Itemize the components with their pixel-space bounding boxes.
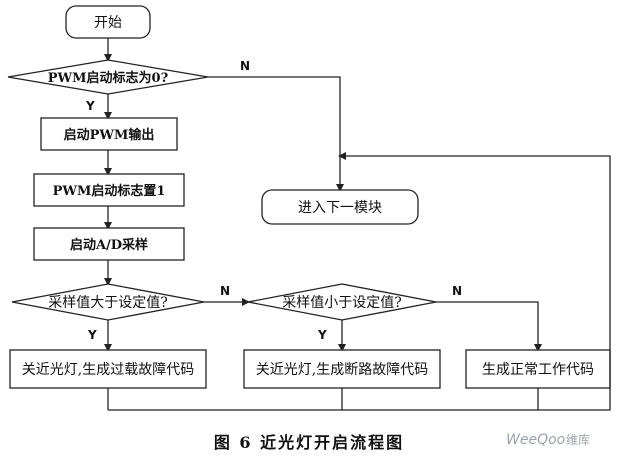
sample-gt-decision: 采样值大于设定值?: [11, 283, 205, 321]
open-circuit-fault-node: 关近光灯,生成断路故障代码: [243, 349, 441, 389]
sample-lt-decision: 采样值小于设定值?: [247, 283, 437, 321]
watermark-brand: WeeQoo: [506, 432, 565, 448]
start-pwm-label: 启动PWM输出: [64, 127, 155, 143]
next-module-node: 进入下一模块: [261, 189, 419, 225]
open-circuit-fault-label: 关近光灯,生成断路故障代码: [256, 362, 428, 378]
lt-yes-label: Y: [317, 328, 327, 342]
figure-caption: 图 6 近光灯开启流程图: [214, 433, 404, 452]
start-label: 开始: [94, 15, 122, 31]
pwm-check-yes-label: Y: [85, 99, 95, 113]
start-node: 开始: [65, 5, 151, 39]
pwm-flag-set-label: PWM启动标志置1: [53, 183, 166, 199]
start-ad-node: 启动A/D采样: [33, 227, 185, 261]
overload-fault-label: 关近光灯,生成过载故障代码: [22, 362, 194, 378]
overload-fault-node: 关近光灯,生成过载故障代码: [9, 349, 207, 389]
sample-gt-label: 采样值大于设定值?: [48, 295, 168, 311]
pwm-check-decision: PWM启动标志为0?: [7, 59, 209, 95]
pwm-check-label: PWM启动标志为0?: [48, 70, 169, 86]
gt-yes-label: Y: [87, 328, 97, 342]
start-pwm-node: 启动PWM输出: [40, 117, 178, 151]
watermark-cn: 维库: [566, 432, 590, 447]
edge-lt-no: [436, 301, 542, 352]
pwm-check-no-label: N: [240, 59, 250, 73]
start-ad-label: 启动A/D采样: [70, 237, 148, 253]
lt-no-label: N: [452, 284, 462, 298]
watermark: WeeQoo 维库: [506, 432, 590, 448]
edge-pwm-check-no: [208, 76, 344, 192]
gt-no-label: N: [220, 284, 230, 298]
normal-code-label: 生成正常工作代码: [482, 362, 594, 378]
sample-lt-label: 采样值小于设定值?: [282, 295, 402, 311]
normal-code-node: 生成正常工作代码: [465, 349, 611, 389]
edge-return-loop: [108, 152, 611, 411]
next-module-label: 进入下一模块: [298, 200, 382, 216]
pwm-flag-set-node: PWM启动标志置1: [33, 173, 185, 207]
